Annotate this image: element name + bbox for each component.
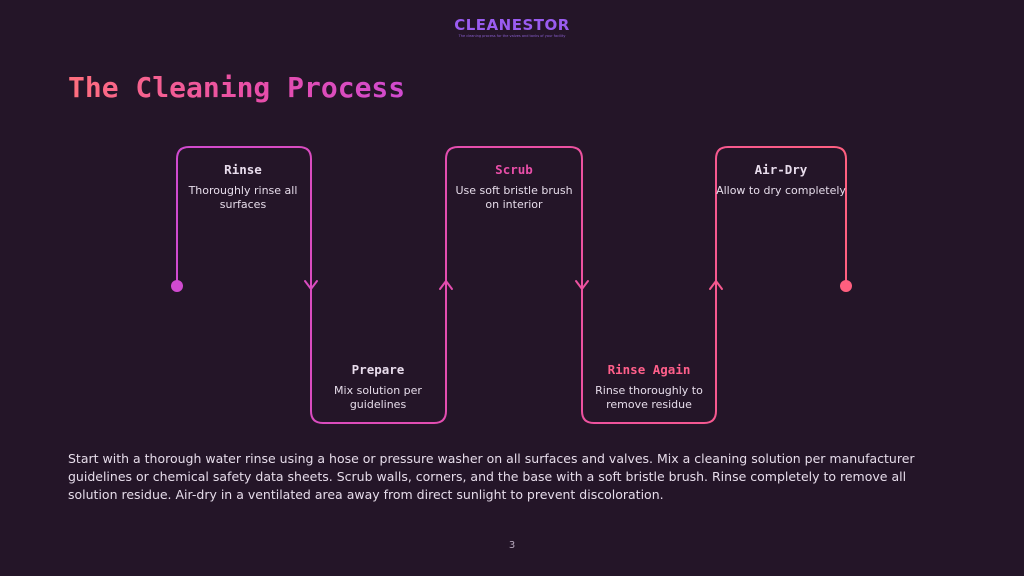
- step-description: Allow to dry completely: [716, 184, 846, 197]
- end-dot-icon: [840, 280, 852, 292]
- step-rinse: Rinse Thoroughly rinse all surfaces: [178, 162, 308, 212]
- step-prepare: Prepare Mix solution per guidelines: [313, 362, 443, 412]
- step-rinse-again: Rinse Again Rinse thoroughly to remove r…: [584, 362, 714, 412]
- arrow-up-icon: [439, 279, 453, 290]
- flow-path: [176, 146, 847, 424]
- step-description: Thoroughly rinse all surfaces: [188, 184, 298, 211]
- page-title: The Cleaning Process: [68, 71, 406, 104]
- page-number: 3: [508, 540, 516, 551]
- step-title: Air-Dry: [754, 162, 808, 177]
- body-paragraph: Start with a thorough water rinse using …: [68, 451, 915, 502]
- step-scrub: Scrub Use soft bristle brush on interior: [449, 162, 579, 212]
- step-title: Prepare: [351, 362, 405, 377]
- start-dot-icon: [171, 280, 183, 292]
- step-description: Rinse thoroughly to remove residue: [595, 384, 703, 411]
- step-description: Use soft bristle brush on interior: [455, 184, 573, 211]
- arrow-down-icon: [304, 280, 318, 291]
- step-air-dry: Air-Dry Allow to dry completely: [716, 162, 846, 198]
- arrow-down-icon: [575, 280, 589, 291]
- logo: CLEANESTOR The cleaning process for the …: [0, 16, 1024, 39]
- step-description: Mix solution per guidelines: [334, 384, 422, 411]
- step-title: Rinse: [224, 162, 262, 177]
- arrow-up-icon: [709, 279, 723, 290]
- step-title: Rinse Again: [607, 362, 691, 377]
- step-title: Scrub: [495, 162, 533, 177]
- logo-tagline: The cleaning process for the valves and …: [458, 34, 566, 38]
- logo-name: CLEANESTOR: [454, 16, 570, 34]
